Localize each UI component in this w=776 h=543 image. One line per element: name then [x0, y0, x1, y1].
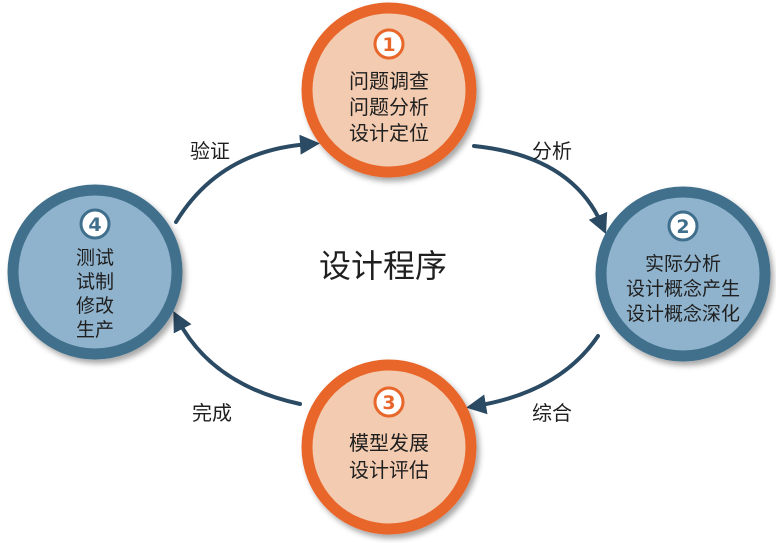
- arrow-4-to-1: [174, 134, 320, 224]
- step-2-circle: [595, 186, 771, 362]
- step-3-node: 3 模型发展 设计评估: [301, 359, 477, 535]
- step-4-node: 4 测试 试制 修改 生产: [7, 184, 183, 360]
- step-4-line-1: 测试: [76, 247, 114, 269]
- step-1-badge: [373, 28, 405, 60]
- step-2-number: 2: [676, 216, 689, 238]
- step-1-number: 1: [382, 34, 395, 56]
- step-1-node: 1 问题调查 问题分析 设计定位: [301, 2, 477, 178]
- step-4-line-3: 修改: [76, 295, 114, 317]
- step-1-line-3: 设计定位: [349, 121, 429, 145]
- step-2-line-1: 实际分析: [645, 253, 721, 275]
- step-4-number: 4: [88, 214, 101, 236]
- step-2-line-3: 设计概念深化: [626, 302, 740, 325]
- step-4-circle: [7, 184, 183, 360]
- step-4-badge: [79, 208, 111, 240]
- step-1-circle: [301, 2, 477, 178]
- step-2-node: 2 实际分析 设计概念产生 设计概念深化: [595, 186, 771, 362]
- step-1-line-1: 问题调查: [349, 69, 429, 93]
- step-3-number: 3: [382, 392, 395, 414]
- step-3-badge: [373, 386, 405, 418]
- step-3-line-2: 设计评估: [349, 458, 429, 482]
- step-2-badge: [667, 210, 699, 242]
- diagram-title: 设计程序: [319, 247, 447, 285]
- arrow-label-completion: 完成: [192, 401, 232, 425]
- arrow-1-to-2: [472, 144, 608, 235]
- arrow-label-synthesis: 综合: [532, 401, 572, 425]
- step-1-line-2: 问题分析: [349, 95, 429, 119]
- step-4-line-4: 生产: [76, 319, 114, 341]
- flow-arrows: [173, 134, 608, 415]
- step-3-line-1: 模型发展: [349, 431, 429, 455]
- step-3-circle: [301, 359, 477, 535]
- arrow-2-to-3: [466, 334, 600, 415]
- arrow-label-verification: 验证: [190, 139, 230, 163]
- arrow-3-to-4: [173, 311, 302, 406]
- step-4-line-2: 试制: [76, 271, 114, 293]
- arrow-label-analysis: 分析: [532, 139, 572, 163]
- step-2-line-2: 设计概念产生: [626, 277, 740, 300]
